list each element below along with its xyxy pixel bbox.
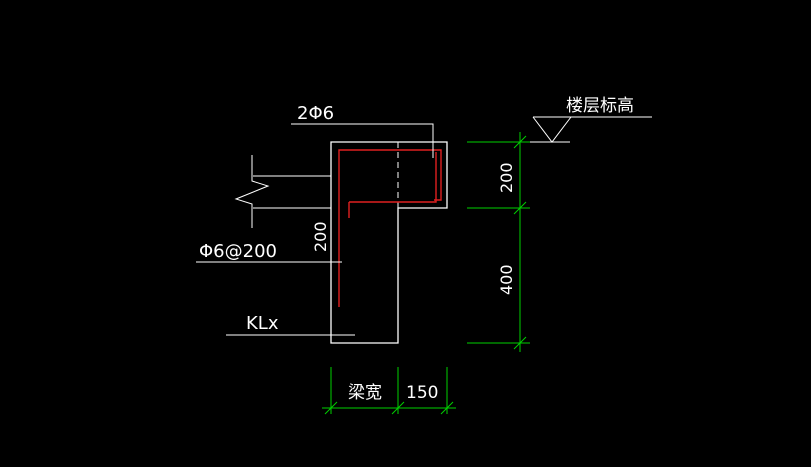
dim-top-height: 200 <box>497 162 516 193</box>
inner-height-label: 200 <box>311 221 330 252</box>
rebar-top-hook <box>349 152 437 203</box>
break-line-symbol <box>234 155 270 228</box>
beam-outline <box>330 141 448 344</box>
elevation-triangle <box>532 116 572 143</box>
floor-elevation-label: 楼层标高 <box>566 96 634 116</box>
stirrup-label: Φ6@200 <box>199 241 277 262</box>
dim-beam-width: 梁宽 <box>348 383 382 403</box>
vertical-dimension <box>467 132 530 352</box>
top-bar-leader <box>291 123 434 158</box>
beam-label: KLx <box>246 313 279 334</box>
rebar-stirrup-vertical <box>338 149 442 307</box>
dim-extension-width: 150 <box>406 383 438 403</box>
dim-lower-height: 400 <box>497 264 516 295</box>
horizontal-dimension <box>322 367 456 415</box>
top-bar-label: 2Φ6 <box>297 103 334 124</box>
